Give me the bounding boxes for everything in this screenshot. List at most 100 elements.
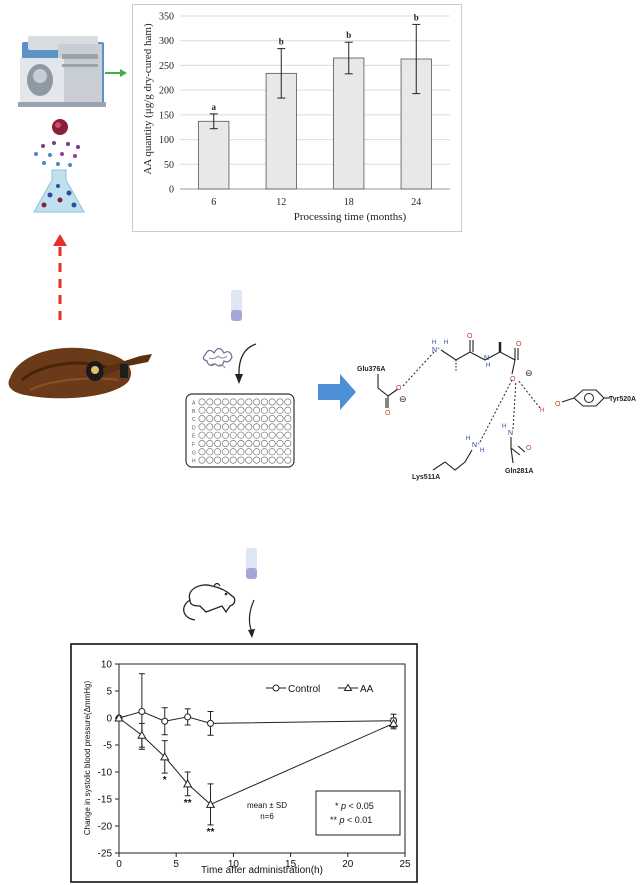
plate-well (206, 415, 214, 423)
plate-well (229, 423, 237, 431)
bar (333, 57, 365, 190)
plate-well (229, 398, 237, 406)
line-chart-x-label: Time after administration(h) (201, 865, 323, 876)
lys-h2: H (466, 436, 470, 442)
plate-well (245, 440, 253, 448)
plate-well (214, 406, 222, 414)
plate-row-letter: D (192, 425, 196, 431)
gln-h: H (502, 424, 506, 430)
plate-well (221, 431, 229, 439)
charge-minus-1: ⊖ (525, 368, 533, 378)
plate-well (214, 415, 222, 423)
bar-x-tick-label: 6 (211, 197, 216, 208)
bar-significance-letter: a (212, 102, 217, 112)
plate-well (206, 456, 214, 464)
line-x-tick-label: 0 (116, 859, 122, 870)
plate-row-letter: G (192, 450, 196, 456)
plate-well (260, 440, 268, 448)
plate-well (221, 398, 229, 406)
plate-well (221, 415, 229, 423)
line-chart-plot-area (118, 663, 406, 854)
plate-well (260, 406, 268, 414)
plate-well (229, 456, 237, 464)
line-x-tick-label: 10 (228, 859, 240, 870)
plate-well (221, 456, 229, 464)
plate-well (253, 415, 261, 423)
plate-row-letter: H (192, 459, 196, 465)
control-point (207, 719, 215, 727)
bar-x-tick-label: 24 (411, 197, 421, 208)
bar-y-tick-label: 200 (159, 86, 174, 97)
ligand-amide-n: N (484, 355, 489, 362)
series-line-circle (118, 710, 394, 724)
bar-y-tick-label: 250 (159, 61, 174, 72)
plate-well (245, 448, 253, 456)
plate-well (268, 456, 276, 464)
line-x-tick-label: 20 (342, 859, 354, 870)
plate-well (260, 448, 268, 456)
plate-well (260, 456, 268, 464)
bar-significance-letter: b (279, 37, 284, 47)
ligand-carbonyl-o: O (467, 333, 473, 340)
plate-well (206, 398, 214, 406)
flask-icon (33, 169, 85, 213)
plate-well (253, 456, 261, 464)
plate-well (284, 431, 292, 439)
bar-significance-letter: b (346, 30, 351, 40)
plate-well (268, 398, 276, 406)
bar-chart-y-label: AA quantity (μg/g dry-cured ham) (142, 23, 154, 175)
bar-chart-x-label: Processing time (months) (294, 211, 407, 223)
left-illustrations (18, 36, 127, 320)
significance-box: * p < 0.05 ** p < 0.01 (315, 790, 401, 836)
plate-well (221, 423, 229, 431)
particles-icon (34, 141, 80, 167)
animal-study-illustration (183, 548, 257, 638)
legend-control-label: Control (288, 684, 320, 695)
plate-well (268, 440, 276, 448)
plate-well (214, 423, 222, 431)
plate-well (237, 415, 245, 423)
aa-point (388, 718, 399, 727)
line-y-tick-label: -10 (98, 768, 113, 779)
sig-line-1: * p < 0.05 (335, 801, 374, 811)
test-tube-icon (246, 548, 257, 579)
plate-well (253, 440, 261, 448)
bar-x-tick-label: 12 (276, 197, 286, 208)
plate-well (276, 440, 284, 448)
significance-marker: ** (207, 827, 215, 838)
plate-well (221, 448, 229, 456)
charge-minus-2: ⊖ (399, 394, 407, 404)
droplet-icon (52, 119, 68, 135)
curved-arrow-icon (248, 599, 255, 638)
plate-well (284, 423, 292, 431)
plate-well (284, 415, 292, 423)
lys-nitrogen: N⁺ (472, 442, 481, 449)
plate-well (198, 398, 206, 406)
line-x-tick-label: 15 (285, 859, 297, 870)
plate-row-letter: B (192, 409, 196, 415)
control-point (161, 717, 169, 725)
plate-well (214, 398, 222, 406)
plate-well (206, 440, 214, 448)
plate-well (229, 448, 237, 456)
significance-marker: ** (184, 798, 192, 809)
plate-well (214, 448, 222, 456)
bar-significance-letter: b (414, 12, 419, 22)
stats-mean-sd: mean ± SD (247, 801, 287, 810)
green-arrow-icon (105, 69, 127, 77)
plate-well (268, 423, 276, 431)
red-dashed-arrow-icon (53, 234, 67, 320)
plate-well (237, 440, 245, 448)
plate-well (198, 448, 206, 456)
line-chart-frame (70, 643, 418, 883)
line-x-tick-label: 25 (399, 859, 411, 870)
line-chart-legend: Control AA (266, 683, 374, 695)
plate-well (206, 431, 214, 439)
ligand-carboxyl-o: O (516, 341, 522, 348)
lys-h1: H (480, 448, 484, 454)
plate-well (237, 431, 245, 439)
plate-well (198, 440, 206, 448)
plate-well (276, 456, 284, 464)
residue-tyr520a: Tyr520A (609, 396, 636, 403)
